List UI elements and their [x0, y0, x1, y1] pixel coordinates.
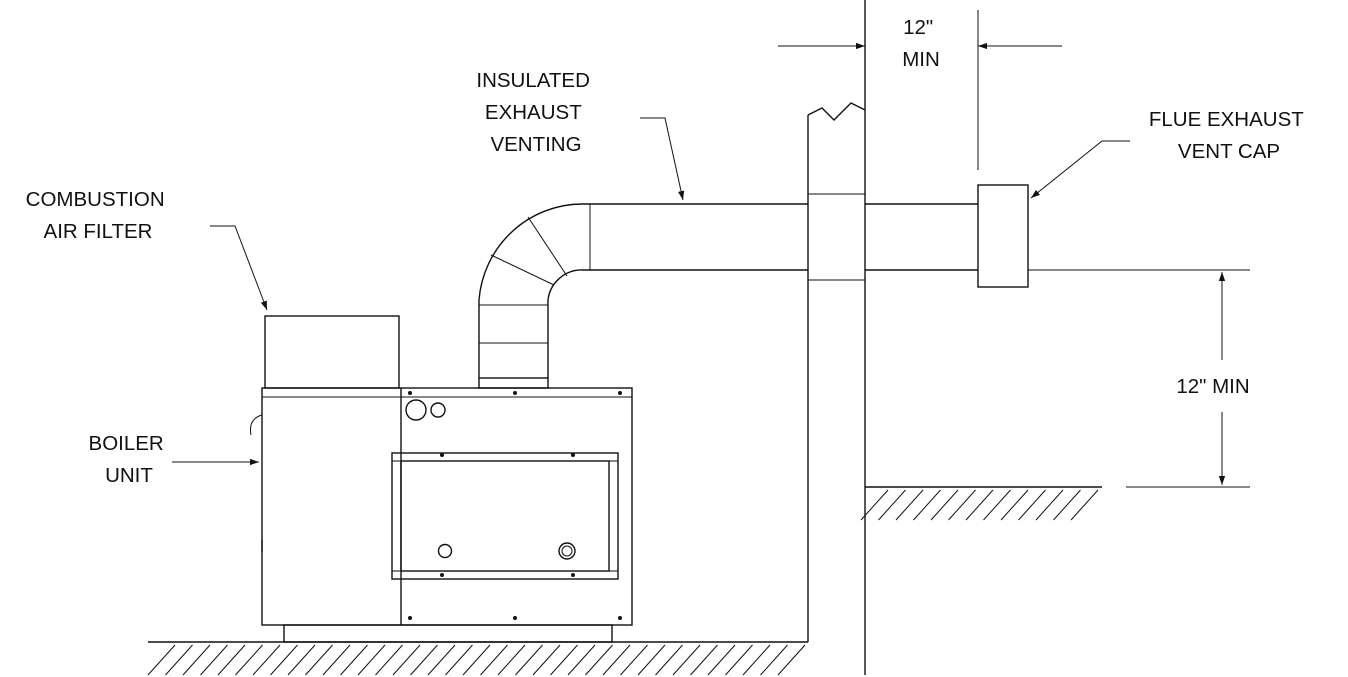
hatch-mark	[427, 644, 456, 676]
flue-vent-cap	[977, 184, 1029, 288]
hatch-mark	[620, 644, 648, 676]
hatch-mark	[655, 644, 683, 676]
hatch-mark	[182, 644, 211, 676]
hatch-mark	[322, 644, 351, 676]
hatch-mark	[948, 489, 976, 521]
hatch-mark	[252, 644, 281, 676]
hatch-mark	[532, 644, 561, 676]
hatch-mark	[340, 644, 368, 676]
label-flue-exhaust-vent-cap: FLUE EXHAUST VENT CAP	[1149, 108, 1309, 163]
boiler-unit	[250, 387, 633, 643]
hatch-mark	[270, 644, 298, 676]
hatch-mark	[1000, 489, 1029, 521]
ground-clearance-dimension	[1028, 269, 1250, 488]
label-combustion-air-filter: COMBUSTION AIR FILTER	[26, 188, 171, 243]
hatch-mark	[235, 644, 263, 676]
wall-clearance-dimension	[778, 10, 1062, 170]
leader-flue-exhaust-vent-cap	[1030, 140, 1130, 199]
hatch-mark	[1035, 489, 1064, 521]
hatch-mark	[567, 644, 596, 676]
leader-combustion-air-filter	[210, 225, 268, 311]
hatch-mark	[1070, 489, 1099, 521]
floor-hatch	[147, 644, 806, 676]
hatch-mark	[357, 644, 386, 676]
hatch-mark	[602, 644, 631, 676]
hatch-mark	[392, 644, 421, 676]
hatch-mark	[287, 644, 316, 676]
hatch-mark	[550, 644, 578, 676]
exterior-wall	[807, 0, 866, 675]
hatch-mark	[462, 644, 491, 676]
label-insulated-exhaust-venting: INSULATED EXHAUST VENTING	[476, 69, 595, 156]
hatch-mark	[913, 489, 941, 521]
hatch-mark	[777, 644, 806, 676]
hatch-mark	[585, 644, 613, 676]
hatch-mark	[672, 644, 701, 676]
ground-hatch	[860, 489, 1099, 521]
hatch-mark	[637, 644, 666, 676]
hatch-mark	[930, 489, 959, 521]
hatch-mark	[742, 644, 771, 676]
hatch-mark	[895, 489, 924, 521]
hatch-mark	[375, 644, 403, 676]
hatch-mark	[200, 644, 228, 676]
hatch-mark	[983, 489, 1011, 521]
hatch-mark	[445, 644, 473, 676]
label-wall-clearance: 12" MIN	[902, 16, 940, 71]
hatch-mark	[497, 644, 526, 676]
hatch-mark	[410, 644, 438, 676]
hatch-mark	[305, 644, 333, 676]
hatch-mark	[690, 644, 718, 676]
hatch-mark	[760, 644, 788, 676]
label-ground-clearance: 12" MIN	[1176, 375, 1249, 398]
label-boiler-unit: BOILER UNIT	[89, 432, 170, 487]
hatch-mark	[515, 644, 543, 676]
leader-insulated-exhaust-venting	[640, 117, 685, 201]
hatch-mark	[217, 644, 246, 676]
hatch-mark	[165, 644, 193, 676]
hatch-mark	[965, 489, 994, 521]
hatch-mark	[147, 644, 176, 676]
hatch-mark	[480, 644, 508, 676]
hatch-mark	[1053, 489, 1081, 521]
hatch-mark	[707, 644, 736, 676]
exhaust-vent-pipe	[478, 203, 978, 389]
hatch-mark	[725, 644, 753, 676]
combustion-air-filter-box	[264, 315, 400, 389]
hatch-mark	[1018, 489, 1046, 521]
hatch-mark	[878, 489, 906, 521]
